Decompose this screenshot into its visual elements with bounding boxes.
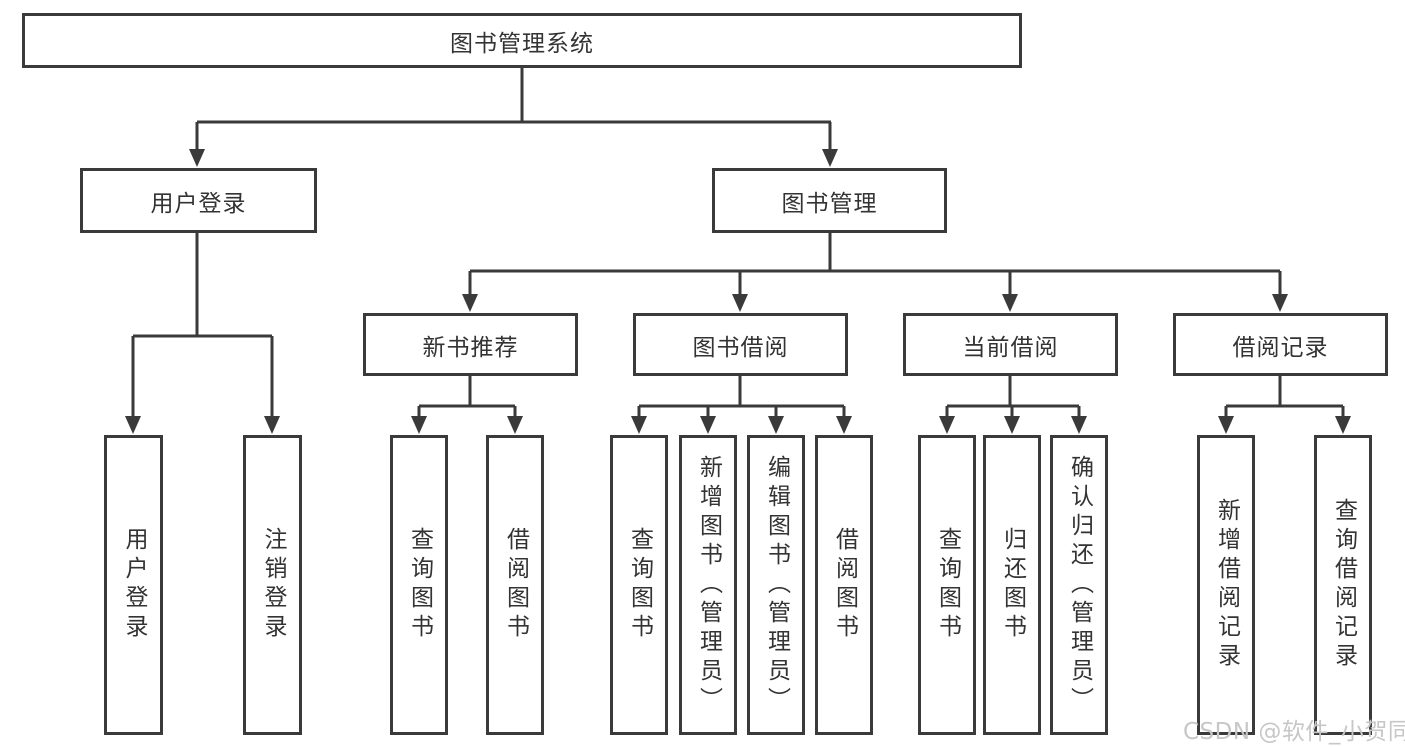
leaf-edit-book-admin-label: 编辑图书（管理员）: [763, 454, 790, 716]
node-book-management: 图书管理: [712, 168, 947, 233]
leaf-query-borrow-record-label: 查询借阅记录: [1330, 498, 1357, 672]
leaf-query-books-recommend: 查询图书: [390, 435, 448, 735]
leaf-borrow-books-recommend: 借阅图书: [486, 435, 544, 735]
node-root: 图书管理系统: [22, 13, 1022, 68]
leaf-return-books: 归还图书: [983, 435, 1041, 735]
leaf-query-borrow-record: 查询借阅记录: [1314, 435, 1372, 735]
leaf-query-books-borrow: 查询图书: [610, 435, 668, 735]
leaf-add-book-admin-label: 新增图书（管理员）: [695, 454, 722, 716]
leaf-logout: 注销登录: [243, 435, 302, 735]
leaf-borrow-books-recommend-label: 借阅图书: [502, 527, 529, 643]
leaf-borrow-books: 借阅图书: [815, 435, 873, 735]
node-new-book-recommend: 新书推荐: [363, 313, 578, 376]
leaf-add-book-admin: 新增图书（管理员）: [679, 435, 737, 735]
leaf-query-books-current: 查询图书: [918, 435, 976, 735]
leaf-user-login-label: 用户登录: [121, 527, 147, 643]
node-borrow-records: 借阅记录: [1173, 313, 1388, 376]
leaf-edit-book-admin: 编辑图书（管理员）: [747, 435, 805, 735]
csdn-watermark: CSDN @软件_小贺同学: [1183, 719, 1405, 745]
leaf-confirm-return-admin-label: 确认归还（管理员）: [1066, 454, 1093, 716]
leaf-return-books-label: 归还图书: [999, 527, 1026, 643]
leaf-confirm-return-admin: 确认归还（管理员）: [1050, 435, 1108, 735]
leaf-borrow-books-label: 借阅图书: [831, 527, 858, 643]
node-book-borrow: 图书借阅: [633, 313, 848, 376]
leaf-add-borrow-record: 新增借阅记录: [1197, 435, 1255, 735]
node-user-login: 用户登录: [80, 168, 317, 233]
node-current-borrow: 当前借阅: [903, 313, 1118, 376]
leaf-add-borrow-record-label: 新增借阅记录: [1213, 498, 1240, 672]
leaf-logout-label: 注销登录: [260, 527, 286, 643]
leaf-user-login: 用户登录: [104, 435, 163, 735]
leaf-query-books-current-label: 查询图书: [934, 527, 961, 643]
leaf-query-books-recommend-label: 查询图书: [406, 527, 433, 643]
leaf-query-books-borrow-label: 查询图书: [626, 527, 653, 643]
